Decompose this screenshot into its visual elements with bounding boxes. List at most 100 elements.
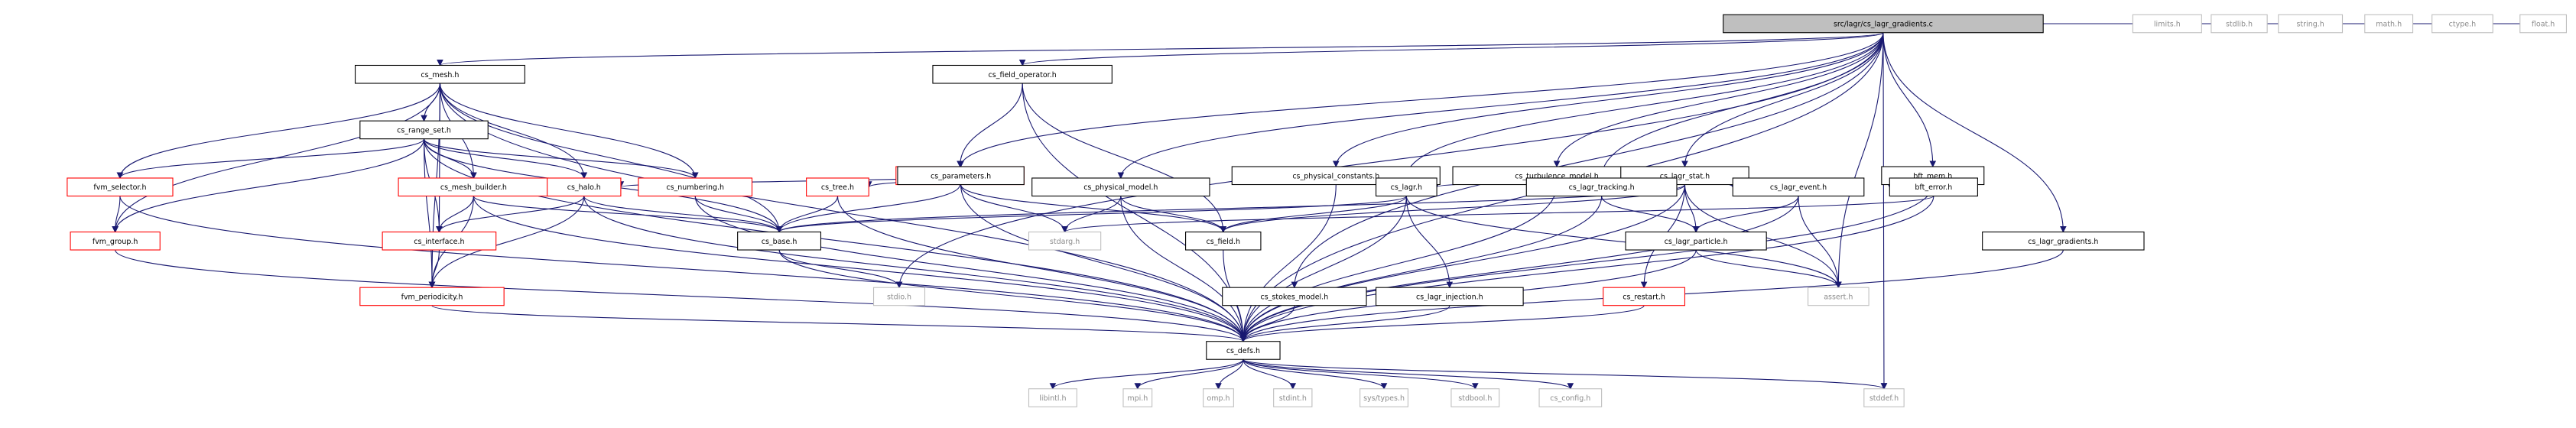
- edge-root-to-stddef: [1882, 32, 1885, 389]
- node-cs_config[interactable]: cs_config.h: [1538, 388, 1603, 407]
- node-cs_lagr_event[interactable]: cs_lagr_event.h: [1732, 177, 1865, 197]
- node-cs_lagr_particle[interactable]: cs_lagr_particle.h: [1625, 231, 1767, 251]
- node-box-mpi: [1122, 388, 1153, 407]
- node-label-cs_base: cs_base.h: [762, 238, 797, 246]
- edge-cs_lagr_injection-to-cs_defs: [1243, 305, 1450, 342]
- arrowhead-cs_lagr_event-to-cs_lagr_particle: [1692, 226, 1700, 233]
- arrowhead-cs_lagr-to-cs_field: [1220, 226, 1227, 233]
- node-box-stdarg: [1028, 231, 1102, 251]
- node-box-cs_interface: [382, 231, 497, 251]
- node-bft_error[interactable]: bft_error.h: [1889, 177, 1978, 197]
- node-label-stdio: stdio.h: [887, 293, 911, 301]
- node-box-libintl: [1028, 388, 1077, 407]
- arrowhead-root-to-cs_lagr_gradients_h: [2060, 226, 2067, 233]
- node-omp[interactable]: omp.h: [1203, 388, 1234, 407]
- node-label-stdint: stdint.h: [1279, 394, 1307, 403]
- node-label-cs_lagr_gradients_h: cs_lagr_gradients.h: [2028, 238, 2098, 246]
- node-label-cs_lagr_injection: cs_lagr_injection.h: [1416, 293, 1483, 301]
- node-box-cs_lagr_particle: [1625, 231, 1767, 251]
- node-label-cs_physical_model: cs_physical_model.h: [1083, 183, 1158, 192]
- node-box-sys_types: [1359, 388, 1408, 407]
- edge-cs_numbering-to-cs_defs: [694, 196, 1244, 342]
- node-cs_lagr_gradients_h[interactable]: cs_lagr_gradients.h: [1982, 231, 2145, 251]
- node-math[interactable]: math.h: [2364, 14, 2414, 34]
- arrowhead-cs_base-to-stdio: [895, 281, 903, 289]
- edge-root-to-cs_mesh: [439, 32, 1884, 66]
- edge-cs_lagr_event-to-assert: [1798, 196, 1839, 288]
- node-cs_parameters[interactable]: cs_parameters.h: [897, 166, 1025, 186]
- node-stddef[interactable]: stddef.h: [1863, 388, 1905, 407]
- node-box-stdlib: [2211, 14, 2268, 34]
- node-root[interactable]: src/lagr/cs_lagr_gradients.c: [1723, 14, 2044, 34]
- node-box-cs_tree: [806, 177, 869, 197]
- node-mpi[interactable]: mpi.h: [1122, 388, 1153, 407]
- node-box-root: [1723, 14, 2044, 34]
- node-cs_range_set[interactable]: cs_range_set.h: [359, 120, 489, 140]
- node-cs_mesh_builder[interactable]: cs_mesh_builder.h: [398, 177, 550, 197]
- node-cs_halo[interactable]: cs_halo.h: [547, 177, 622, 197]
- node-box-fvm_group: [70, 231, 161, 251]
- edge-cs_range_set-to-fvm_periodicity: [423, 138, 433, 288]
- edge-cs_parameters-to-stdarg: [960, 184, 1066, 232]
- node-cs_stokes_model[interactable]: cs_stokes_model.h: [1222, 287, 1367, 306]
- node-fvm_group[interactable]: fvm_group.h: [70, 231, 161, 251]
- node-cs_field_operator[interactable]: cs_field_operator.h: [932, 64, 1113, 84]
- node-fvm_selector[interactable]: fvm_selector.h: [67, 177, 174, 197]
- node-cs_base[interactable]: cs_base.h: [737, 231, 822, 251]
- node-libintl[interactable]: libintl.h: [1028, 388, 1077, 407]
- node-label-float: float.h: [2532, 20, 2555, 28]
- node-cs_lagr_tracking[interactable]: cs_lagr_tracking.h: [1525, 177, 1678, 197]
- node-string[interactable]: string.h: [2278, 14, 2344, 34]
- node-cs_mesh[interactable]: cs_mesh.h: [354, 64, 525, 84]
- node-stdlib[interactable]: stdlib.h: [2211, 14, 2268, 34]
- edge-cs_range_set-to-cs_defs: [423, 138, 1244, 342]
- node-label-cs_mesh_builder: cs_mesh_builder.h: [440, 183, 507, 192]
- node-label-stdlib: stdlib.h: [2226, 20, 2253, 28]
- node-sys_types[interactable]: sys/types.h: [1359, 388, 1408, 407]
- node-stdbool[interactable]: stdbool.h: [1450, 388, 1500, 407]
- node-label-cs_defs: cs_defs.h: [1226, 347, 1260, 355]
- edge-root-to-cs_lagr_stat: [1684, 32, 1884, 167]
- node-fvm_periodicity[interactable]: fvm_periodicity.h: [359, 287, 505, 306]
- node-stdarg[interactable]: stdarg.h: [1028, 231, 1102, 251]
- node-box-assert: [1808, 287, 1869, 306]
- edge-root-to-bft_mem: [1882, 32, 1934, 167]
- node-ctype[interactable]: ctype.h: [2431, 14, 2493, 34]
- node-cs_lagr_injection[interactable]: cs_lagr_injection.h: [1376, 287, 1524, 306]
- edge-cs_restart-to-cs_defs: [1243, 305, 1645, 342]
- arrowhead-cs_defs-to-mpi: [1134, 383, 1142, 390]
- node-cs_physical_model[interactable]: cs_physical_model.h: [1031, 177, 1210, 197]
- edge-cs_defs-to-stddef: [1243, 358, 1885, 390]
- node-cs_defs[interactable]: cs_defs.h: [1206, 341, 1281, 360]
- nodes-layer: src/lagr/cs_lagr_gradients.c cs_mesh.h cs_…: [67, 14, 2567, 407]
- node-box-cs_range_set: [359, 120, 489, 140]
- edge-cs_mesh_builder-to-cs_base: [473, 196, 780, 232]
- node-label-cs_mesh: cs_mesh.h: [421, 71, 459, 79]
- arrowhead-cs_defs-to-stddef: [1880, 383, 1888, 390]
- edge-root-to-cs_physical_model: [1120, 32, 1884, 178]
- node-label-cs_lagr_tracking: cs_lagr_tracking.h: [1569, 183, 1635, 192]
- arrowhead-cs_range_set-to-cs_numbering: [691, 172, 699, 180]
- node-cs_lagr[interactable]: cs_lagr.h: [1376, 177, 1437, 197]
- node-stdio[interactable]: stdio.h: [872, 287, 926, 306]
- arrowhead-fvm_selector-to-fvm_group: [112, 226, 119, 233]
- node-cs_field[interactable]: cs_field.h: [1185, 231, 1262, 251]
- node-box-cs_lagr: [1376, 177, 1437, 197]
- node-cs_tree[interactable]: cs_tree.h: [806, 177, 869, 197]
- edge-cs_physical_model-to-cs_defs: [1120, 196, 1244, 342]
- arrowhead-cs_lagr-to-cs_base: [775, 226, 783, 233]
- node-limits[interactable]: limits.h: [2132, 14, 2202, 34]
- arrowhead-root-to-cs_turbulence_model: [1553, 160, 1561, 168]
- node-cs_restart[interactable]: cs_restart.h: [1603, 287, 1686, 306]
- arrowhead-cs_defs-to-sys_types: [1380, 383, 1388, 390]
- node-float[interactable]: float.h: [2519, 14, 2567, 34]
- node-box-cs_lagr_event: [1732, 177, 1865, 197]
- node-cs_numbering[interactable]: cs_numbering.h: [638, 177, 753, 197]
- node-assert[interactable]: assert.h: [1808, 287, 1869, 306]
- edge-cs_mesh-to-fvm_selector: [119, 83, 440, 178]
- node-stdint[interactable]: stdint.h: [1273, 388, 1313, 407]
- edge-cs_physical_model-to-cs_field: [1120, 196, 1224, 232]
- node-label-fvm_group: fvm_group.h: [93, 238, 138, 246]
- node-cs_interface[interactable]: cs_interface.h: [382, 231, 497, 251]
- node-box-stdint: [1273, 388, 1313, 407]
